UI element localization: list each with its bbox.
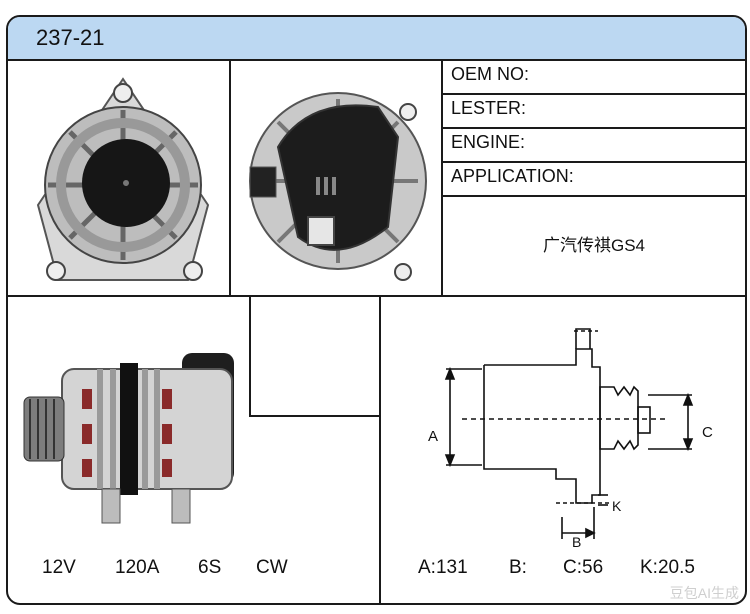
divider-bottom-1 [249, 295, 251, 415]
dim-b-label: B [572, 534, 581, 547]
dim-k-label: K [612, 498, 622, 514]
dimension-drawing: A C B K [428, 328, 713, 547]
engine-field: ENGINE: [443, 127, 733, 161]
divider-field-2 [441, 127, 745, 129]
lester-field: LESTER: [443, 93, 733, 127]
watermark: 豆包AI生成 [669, 585, 739, 601]
part-number: 237-21 [36, 25, 105, 50]
dim-c-label: C [702, 424, 713, 441]
divider-middle [8, 295, 745, 297]
title-bar: 237-21 [8, 17, 745, 61]
divider-field-1 [441, 93, 745, 95]
dim-a-value: A:131 [418, 557, 468, 578]
divider-field-3 [441, 161, 745, 163]
product-card: 237-21 OE [6, 15, 747, 605]
divider-field-4 [441, 195, 745, 197]
dim-b-value: B: [509, 557, 527, 578]
oem-no-label: OEM NO: [451, 64, 530, 84]
alternator-front-image [36, 77, 210, 281]
dim-c-value: C:56 [563, 557, 604, 578]
spec-voltage: 12V [42, 557, 76, 578]
spec-amperage: 120A [115, 557, 160, 578]
application-value: 广汽传祺GS4 [542, 236, 646, 255]
divider-top-1 [229, 59, 231, 295]
alternator-rear-image [249, 92, 427, 281]
divider-bottom-box [249, 415, 379, 417]
spec-pulley: 6S [198, 557, 222, 578]
divider-top-2 [441, 59, 443, 295]
divider-bottom-2 [379, 295, 381, 603]
oem-no-field: OEM NO: [443, 59, 733, 93]
dim-a-label: A [428, 428, 438, 445]
alternator-side-image [23, 353, 234, 524]
application-field: APPLICATION: [443, 161, 733, 195]
spec-rotation: CW [256, 557, 288, 578]
engine-label: ENGINE: [451, 132, 526, 152]
dim-k-value: K:20.5 [640, 557, 695, 578]
lester-label: LESTER: [451, 98, 527, 118]
application-label: APPLICATION: [451, 166, 574, 186]
